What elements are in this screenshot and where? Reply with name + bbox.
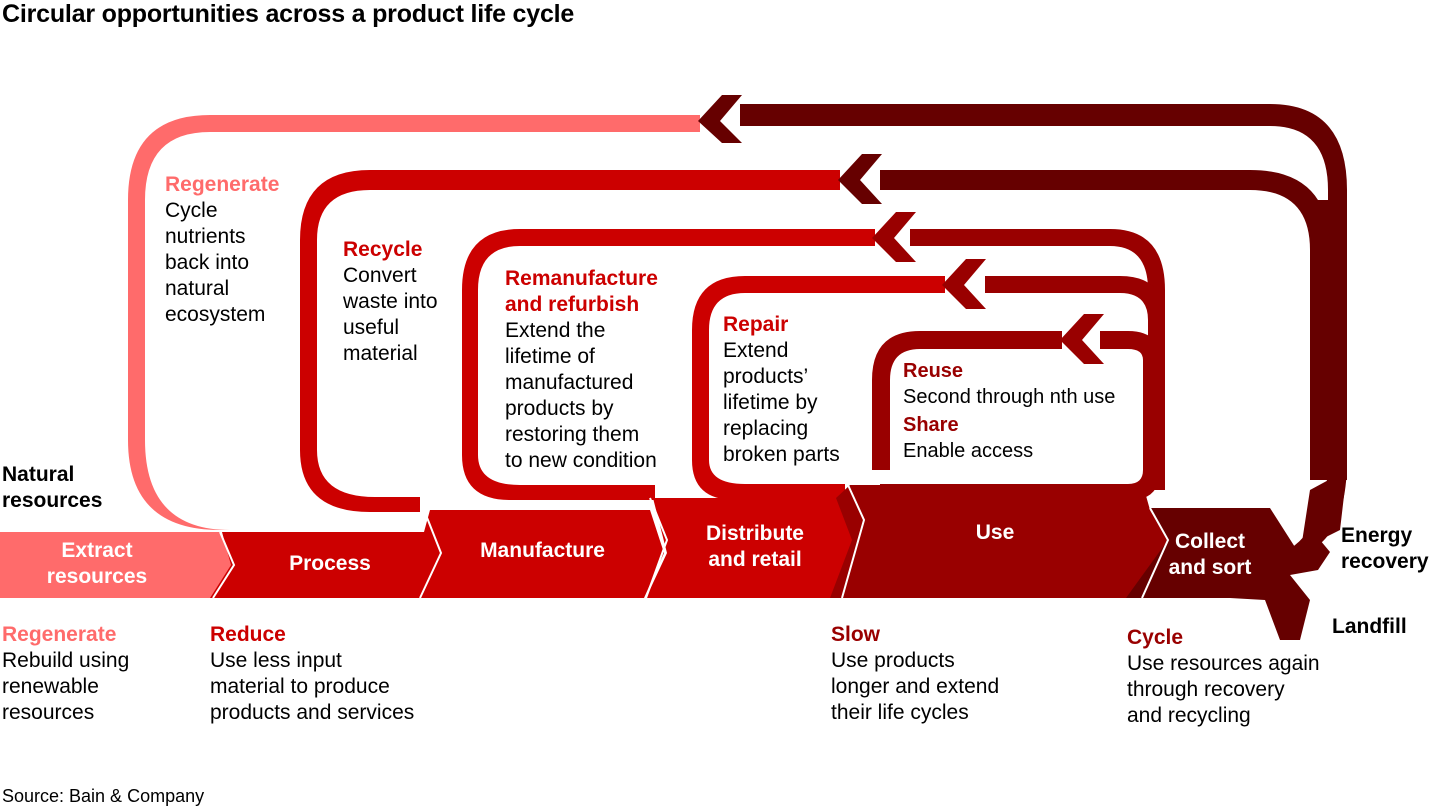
- stage-manufacture-shape: [416, 510, 664, 598]
- regenerate-loop: [128, 95, 1347, 555]
- strategy-slow: Slow Use products longer and extend thei…: [831, 623, 1000, 724]
- remanufacture-arrow-icon: [872, 212, 916, 262]
- natural-resources-label: Natural resources: [2, 463, 103, 512]
- stage-extract: Extract resources: [46, 539, 148, 588]
- loop-remanufacture-heading: Remanufacture: [505, 267, 658, 290]
- strategy-cycle: Cycle Use resources again through recove…: [1127, 626, 1320, 727]
- strategy-regenerate: Regenerate Rebuild using renewable resou…: [2, 623, 130, 724]
- loop-repair-text: Repair Extend products’ lifetime by repl…: [723, 313, 840, 466]
- stage-distribute-shape: [646, 498, 864, 598]
- repair-loop-left: [692, 276, 945, 500]
- reuse-loop: [872, 314, 1160, 500]
- stage-distribute: Distribute and retail: [705, 522, 804, 571]
- stage-collect: Collect and sort: [1168, 530, 1252, 579]
- loop-reuse-heading: Reuse: [903, 360, 964, 382]
- source-note: Source: Bain & Company: [2, 786, 205, 806]
- loop-reuse-text: Reuse Second through nth use Share Enabl…: [903, 360, 1116, 462]
- loop-recycle-heading: Recycle: [343, 238, 423, 261]
- landfill-label: Landfill: [1332, 615, 1407, 638]
- reuse-arrow-icon: [1060, 314, 1104, 364]
- repair-arrow-icon: [942, 259, 986, 309]
- recycle-loop: [300, 154, 1330, 512]
- stage-manufacture: Manufacture: [480, 539, 605, 562]
- loop-share-heading: Share: [903, 414, 959, 436]
- loop-recycle-text: Recycle Convert waste into useful materi…: [343, 238, 438, 365]
- value-chain: [0, 470, 1347, 640]
- trunk-right-cycle: [1310, 200, 1347, 480]
- stage-use-shape: [830, 485, 1168, 598]
- trunk-right-slow: [1148, 290, 1165, 490]
- stage-extract-shape: [0, 532, 234, 598]
- recycle-arrow-icon: [838, 154, 882, 204]
- energy-recovery-label: Energy recovery: [1341, 524, 1429, 573]
- loop-repair-heading: Repair: [723, 313, 789, 336]
- repair-loop: [692, 259, 1165, 500]
- loop-remanufacture-text: Remanufacture and refurbish Extend the l…: [505, 267, 658, 472]
- stage-collect-shape: [1126, 470, 1347, 640]
- repair-loop-right: [985, 276, 1165, 340]
- remanufacture-loop: [462, 212, 1165, 500]
- loop-regenerate-text: Regenerate Cycle nutrients back into nat…: [165, 173, 280, 326]
- diagram-title: Circular opportunities across a product …: [2, 0, 575, 28]
- regenerate-arrow-icon: [698, 95, 742, 143]
- stage-process: Process: [289, 552, 371, 575]
- strategy-reduce: Reduce Use less input material to produc…: [210, 623, 415, 724]
- loop-regenerate-heading: Regenerate: [165, 173, 280, 196]
- stage-use: Use: [975, 521, 1015, 544]
- reuse-loop-right: [880, 331, 1160, 500]
- stage-process-shape: [210, 532, 441, 598]
- reuse-loop-path: [872, 331, 1062, 470]
- remanufacture-loop-right: [910, 229, 1165, 330]
